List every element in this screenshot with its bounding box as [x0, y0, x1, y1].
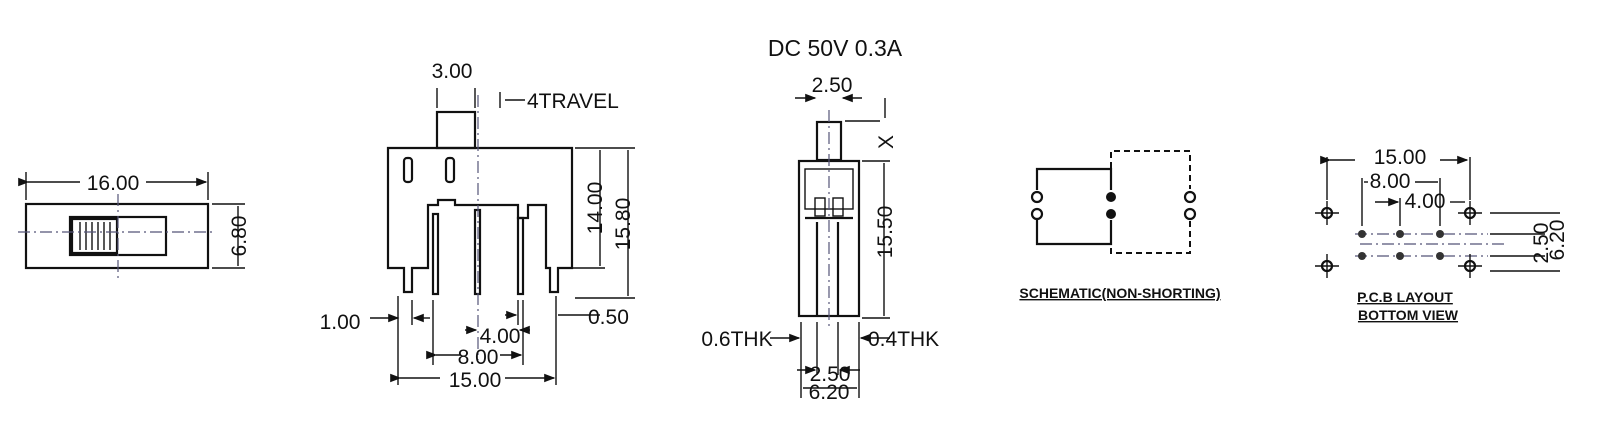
actuator	[435, 110, 477, 150]
pin-hole	[1358, 230, 1366, 238]
pcb-row-dim: 2.50	[1530, 223, 1553, 264]
pcb-label: P.C.B LAYOUT	[1357, 289, 1453, 305]
pcb-mid-dim: 8.00	[1370, 170, 1411, 193]
body-height-dim: 14.00	[584, 182, 607, 235]
pin-width-left-dim: 1.00	[320, 311, 361, 334]
pin-hole	[1436, 230, 1444, 238]
contact-open	[1030, 190, 1044, 204]
pin-hole	[1396, 230, 1404, 238]
pin-hole	[1358, 252, 1366, 260]
side-height-dim: 15.50	[874, 206, 897, 259]
thk-left-dim: 0.6THK	[701, 328, 772, 351]
contact-open	[1183, 207, 1197, 221]
pin-width-right-dim: 0.50	[588, 306, 629, 329]
side-pin-pitch-dim: 2.50	[810, 363, 851, 386]
pin-hole	[1396, 252, 1404, 260]
schematic-label: SCHEMATIC(NON-SHORTING)	[1019, 285, 1220, 301]
pitch-mid-dim: 8.00	[458, 346, 499, 369]
contact-open	[1183, 190, 1197, 204]
travel-dim: 4TRAVEL	[527, 90, 619, 113]
top-view: 16.00 6.80	[18, 172, 251, 278]
pcb-sublabel: BOTTOM VIEW	[1358, 307, 1459, 323]
slider-knob	[70, 217, 119, 255]
front-view: 3.00 4TRAVEL 14.00 15.80 1.00 0.50 4.00 …	[320, 60, 635, 392]
rating-text: DC 50V 0.3A	[768, 35, 903, 61]
contact-open	[1030, 207, 1044, 221]
pcb-mount-dim: 6.20	[1546, 220, 1569, 261]
top-width-dim: 16.00	[87, 172, 140, 195]
pcb-inner-dim: 4.00	[1405, 190, 1446, 213]
contact-closed	[1106, 209, 1116, 219]
contact-closed	[1106, 192, 1116, 202]
pitch-inner-dim: 4.00	[480, 325, 521, 348]
schematic: SCHEMATIC(NON-SHORTING)	[1019, 150, 1221, 301]
total-height-dim: 15.80	[612, 198, 635, 251]
top-height-dim: 6.80	[228, 216, 251, 257]
side-width-dim: 6.20	[809, 381, 850, 404]
side-view: 2.50 X 15.50 0.6THK 0.4THK 2.50 6.20	[701, 74, 939, 404]
actuator-width-dim: 3.00	[432, 60, 473, 83]
actuator-height-dim: X	[875, 135, 898, 149]
pcb-outer-dim: 15.00	[1374, 146, 1427, 169]
thk-right-dim: 0.4THK	[868, 328, 939, 351]
pcb-layout: 15.00 8.00 4.00 2.50 6.20 P.C.B LAYOUT B…	[1315, 146, 1569, 323]
pitch-outer-dim: 15.00	[449, 369, 502, 392]
pin-hole	[1436, 252, 1444, 260]
side-actuator-width-dim: 2.50	[812, 74, 853, 97]
